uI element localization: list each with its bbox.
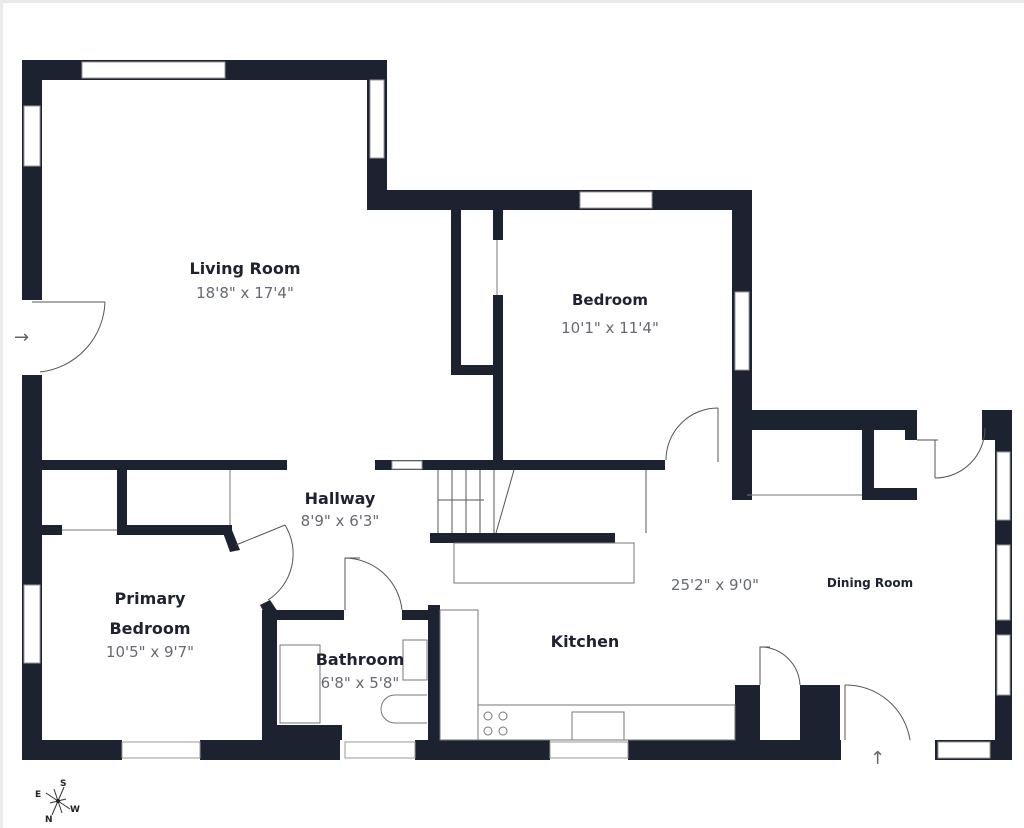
room-dimensions-hallway: 8'9" x 6'3"	[300, 512, 380, 530]
room-dimensions-primary-bedroom: 10'5" x 9'7"	[105, 643, 195, 661]
compass-west-label: W	[70, 805, 80, 815]
room-name-primary-bedroom-line2: Bedroom	[109, 619, 191, 638]
windows	[23, 61, 1011, 759]
frame-border	[0, 0, 1024, 3]
entry-arrow-right-icon: →	[14, 327, 30, 348]
walls	[22, 60, 1012, 760]
compass-rose: S E W N	[30, 775, 90, 825]
room-name-primary-bedroom-line1: Primary	[114, 589, 186, 608]
compass-icon	[45, 786, 71, 816]
compass-east-label: E	[35, 790, 42, 800]
room-dimensions-bedroom: 10'1" x 11'4"	[561, 319, 659, 337]
room-dimensions-living-room: 18'8" x 17'4"	[196, 284, 294, 302]
room-name-bathroom: Bathroom	[315, 650, 405, 669]
stairs	[437, 469, 647, 534]
room-name-living-room: Living Room	[189, 259, 301, 278]
room-name-kitchen: Kitchen	[550, 632, 620, 651]
frame-border	[0, 0, 3, 828]
room-dimensions-bathroom: 6'8" x 5'8"	[320, 674, 400, 692]
fixtures	[62, 240, 862, 741]
doors	[32, 301, 986, 741]
compass-north-label: N	[45, 815, 53, 825]
room-name-dining-room: Dining Room	[826, 576, 914, 590]
entry-arrow-up-icon: ↑	[870, 748, 886, 769]
room-name-hallway: Hallway	[304, 489, 376, 508]
room-dimensions-kitchen-dining: 25'2" x 9'0"	[670, 576, 760, 594]
room-name-bedroom: Bedroom	[572, 291, 648, 309]
compass-south-label: S	[60, 779, 67, 789]
